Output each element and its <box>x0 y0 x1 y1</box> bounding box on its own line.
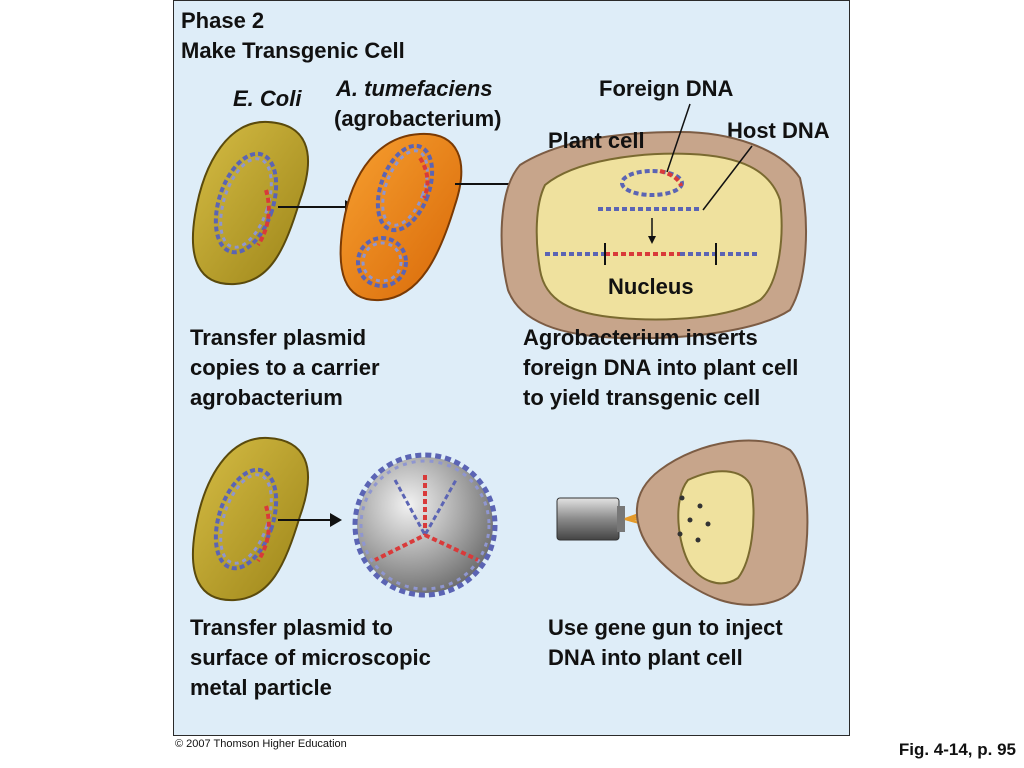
plant-cell-bottom <box>635 439 809 606</box>
caption-top-right-1: Agrobacterium inserts <box>523 325 758 350</box>
caption-bottom-left-3: metal particle <box>190 675 332 700</box>
chromosome-agro <box>356 236 408 288</box>
caption-top-left-1: Transfer plasmid <box>190 325 367 350</box>
agro-name-label: A. tumefaciens <box>336 76 493 101</box>
agrobacterium <box>339 132 463 302</box>
caption-bottom-left-1: Transfer plasmid to <box>190 615 393 640</box>
caption-top-right-2: foreign DNA into plant cell <box>523 355 799 380</box>
plant-cell-label: Plant cell <box>548 128 645 153</box>
figure-panel <box>173 0 850 736</box>
plasmid-ecoli-top <box>213 151 279 255</box>
diagram-illustration <box>191 103 809 606</box>
plant-cell-top <box>500 103 807 340</box>
caption-bottom-right-2: DNA into plant cell <box>548 645 743 670</box>
caption-bottom-right-1: Use gene gun to inject <box>548 615 783 640</box>
ecoli-label: E. Coli <box>233 86 302 111</box>
arrow-ecoli-to-particle <box>278 513 342 527</box>
host-dna-label: Host DNA <box>727 118 830 143</box>
copyright-notice: © 2007 Thomson Higher Education <box>175 738 347 750</box>
agro-common-label: (agrobacterium) <box>334 106 502 131</box>
foreign-dna-label: Foreign DNA <box>599 76 734 101</box>
caption-top-left-3: agrobacterium <box>190 385 343 410</box>
plasmid-ecoli-bottom <box>213 467 279 571</box>
phase-subtitle: Make Transgenic Cell <box>181 38 405 63</box>
nucleus-label: Nucleus <box>608 274 694 299</box>
caption-top-right-3: to yield transgenic cell <box>523 385 761 410</box>
caption-bottom-left-2: surface of microscopic <box>190 645 431 670</box>
recombinant-dna-strand <box>545 243 760 265</box>
ecoli-bacterium-top <box>191 120 309 286</box>
figure-reference: Fig. 4-14, p. 95 <box>898 740 1016 759</box>
plasmid-agro <box>375 143 435 233</box>
ecoli-bacterium-bottom <box>191 436 309 602</box>
caption-top-left-2: copies to a carrier <box>190 355 380 380</box>
metal-particle <box>352 452 498 598</box>
phase-title: Phase 2 <box>181 8 265 33</box>
